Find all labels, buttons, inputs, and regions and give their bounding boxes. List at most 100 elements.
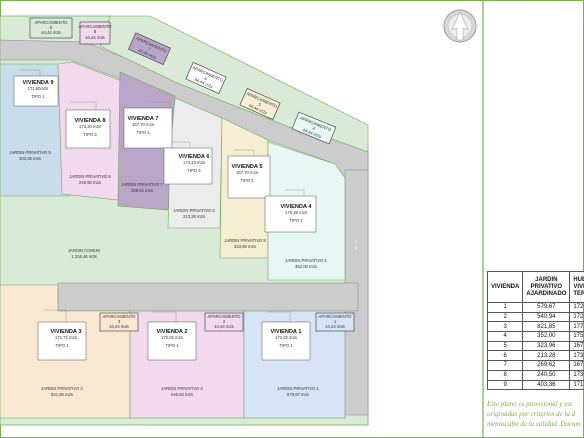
table-cell: 173 xyxy=(569,369,584,381)
table-header-row: VIVIENDA JARDIN PRIVATIVO AJARDINADO HUE… xyxy=(486,271,584,303)
svg-text:323,96 m2s: 323,96 m2s xyxy=(234,244,256,249)
svg-text:TIPO 2: TIPO 2 xyxy=(240,178,254,183)
label-vivienda-4: VIVIENDA 4 175,48 m2s TIPO 2 JARDIN PRIV… xyxy=(281,204,328,269)
table-cell: 3 xyxy=(486,321,524,333)
svg-text:JARDIN PRIVATIVO 1: JARDIN PRIVATIVO 1 xyxy=(277,386,319,391)
label-vivienda-1: VIVIENDA 1 172,02 m2s TIPO 1 JARDIN PRIV… xyxy=(271,329,320,397)
parking-8: APARCAMIENTO 8 44,44 m2s xyxy=(78,21,112,45)
table-cell: 175 xyxy=(569,331,584,342)
table-cell: 269,62 xyxy=(522,360,571,371)
svg-text:4: 4 xyxy=(312,126,317,132)
parking-spaces: APARCAMIENTO 9 44,44 m2s APARCAMIENTO 8 … xyxy=(29,17,355,332)
table-cell: 177 xyxy=(569,321,584,333)
svg-text:VIVIENDA 5: VIVIENDA 5 xyxy=(232,164,263,170)
footprint-details xyxy=(20,69,305,322)
svg-text:167,70 m2s: 167,70 m2s xyxy=(132,122,154,127)
table-cell: 172 xyxy=(569,302,584,313)
svg-text:JARDIN COMUN: JARDIN COMUN xyxy=(68,248,100,253)
svg-text:172,02 m2s: 172,02 m2s xyxy=(275,335,297,340)
svg-text:403,36 m2s: 403,36 m2s xyxy=(19,156,41,161)
svg-text:VIVIENDA 4: VIVIENDA 4 xyxy=(281,204,313,210)
svg-text:269,62 m2s: 269,62 m2s xyxy=(131,188,153,193)
svg-text:1: 1 xyxy=(334,319,337,324)
label-vivienda-5: VIVIENDA 5 167,70 m2s TIPO 2 JARDIN PRIV… xyxy=(224,164,266,249)
north-arrow-icon xyxy=(443,9,477,43)
table-cell: 167 xyxy=(569,340,584,352)
table-cell: 5 xyxy=(486,340,524,352)
col-vivienda: VIVIENDA xyxy=(486,271,524,303)
svg-text:352,00 m2s: 352,00 m2s xyxy=(295,264,317,269)
summary-table: VIVIENDA JARDIN PRIVATIVO AJARDINADO HUE… xyxy=(486,271,584,391)
note-line-3: menoscabo de la calidad. Docum xyxy=(487,420,581,428)
svg-text:TIPO 1: TIPO 1 xyxy=(279,343,293,348)
parking-2: APARCAMIENTO 2 44,44 m2s xyxy=(204,312,244,332)
table-cell: 171 xyxy=(569,379,584,391)
col-jardin-label: JARDIN PRIVATIVO AJARDINADO xyxy=(526,276,567,297)
note-line-2: originadas por criterios de la d xyxy=(487,410,576,418)
svg-text:TIPO 3: TIPO 3 xyxy=(83,132,97,137)
svg-text:7: 7 xyxy=(147,46,152,52)
lower-road xyxy=(57,282,359,312)
svg-text:APARCAMIENTO: APARCAMIENTO xyxy=(207,314,241,319)
svg-text:240,50 m2s: 240,50 m2s xyxy=(79,180,101,185)
label-vivienda-2: VIVIENDA 2 172,02 m2s TIPO 1 JARDIN PRIV… xyxy=(157,329,204,397)
svg-text:2: 2 xyxy=(223,319,226,324)
parking-3: APARCAMIENTO 3 44,44 m2s xyxy=(99,312,139,332)
footprint-2 xyxy=(147,321,197,361)
table-cell: 403,36 xyxy=(522,379,571,391)
svg-text:APARCAMIENTO: APARCAMIENTO xyxy=(102,314,136,319)
footprint-5 xyxy=(227,155,271,199)
table-cell: 173 xyxy=(569,350,584,362)
footprint-8 xyxy=(65,109,111,149)
table-cell: 352,00 xyxy=(522,331,571,342)
svg-text:44,44 m2s: 44,44 m2s xyxy=(302,127,322,139)
svg-text:JARDIN PRIVATIVO 3: JARDIN PRIVATIVO 3 xyxy=(41,386,83,391)
note-line-1: Este plano es provisional y est xyxy=(487,400,573,408)
col-huerto: HUE VIVIE TERRA xyxy=(569,271,584,303)
table-cell: 172 xyxy=(569,311,584,323)
svg-text:579,67 m2s: 579,67 m2s xyxy=(287,392,309,397)
parking-1: APARCAMIENTO 1 44,44 m2s xyxy=(315,312,355,332)
svg-text:44,44 m2s: 44,44 m2s xyxy=(41,30,61,35)
svg-text:175,48 m2s: 175,48 m2s xyxy=(285,210,307,215)
label-vivienda-9: VIVIENDA 9 171,60m2s TIPO 2 JARDIN PRIVA… xyxy=(9,80,53,161)
svg-text:1.316,46 m2s: 1.316,46 m2s xyxy=(71,254,96,259)
col-huerto-label: HUE VIVIE TERRA xyxy=(573,276,584,297)
svg-text:APARCAMIENTO: APARCAMIENTO xyxy=(318,314,352,319)
table-cell: 323,96 xyxy=(522,340,571,352)
svg-text:JARDIN PRIVATIVO 6: JARDIN PRIVATIVO 6 xyxy=(173,208,215,213)
footprint-9 xyxy=(13,75,59,107)
provisional-note: Este plano es provisional y est originad… xyxy=(487,399,584,429)
footprint-4 xyxy=(264,195,317,233)
svg-text:VIVIENDA 6: VIVIENDA 6 xyxy=(179,154,210,160)
svg-text:TIPO 2: TIPO 2 xyxy=(289,218,303,223)
svg-text:8: 8 xyxy=(94,29,97,34)
svg-text:VIVIENDA 9: VIVIENDA 9 xyxy=(23,80,54,86)
table-cell: 1 xyxy=(486,302,524,313)
svg-text:JARDIN PRIVATIVO 4: JARDIN PRIVATIVO 4 xyxy=(285,258,327,263)
svg-text:167,70 m2s: 167,70 m2s xyxy=(236,170,258,175)
svg-text:172,02 m2s: 172,02 m2s xyxy=(161,335,183,340)
table-cell: 4 xyxy=(486,331,524,342)
house-footprints xyxy=(13,75,317,361)
svg-text:44,44 m2s: 44,44 m2s xyxy=(214,324,234,329)
svg-text:JARDIN PRIVATIVO 7: JARDIN PRIVATIVO 7 xyxy=(121,182,163,187)
footprint-7 xyxy=(123,107,173,149)
table-cell: 2 xyxy=(486,311,524,323)
svg-text:VIVIENDA 8: VIVIENDA 8 xyxy=(75,118,106,124)
label-vivienda-3: VIVIENDA 3 171,72 m2s TIPO 1 JARDIN PRIV… xyxy=(41,329,83,397)
svg-text:173,20 m2s: 173,20 m2s xyxy=(79,124,101,129)
parking-9: APARCAMIENTO 9 44,44 m2s xyxy=(29,17,73,39)
table-cell: 6 xyxy=(486,350,524,362)
svg-text:VIVIENDA 2: VIVIENDA 2 xyxy=(157,329,188,335)
svg-text:JARDIN PRIVATIVO 5: JARDIN PRIVATIVO 5 xyxy=(224,238,266,243)
svg-text:TIPO 1: TIPO 1 xyxy=(136,130,150,135)
label-common-garden: JARDIN COMUN 1.316,46 m2s xyxy=(68,248,100,259)
svg-text:JARDIN PRIVATIVO 8: JARDIN PRIVATIVO 8 xyxy=(69,174,111,179)
